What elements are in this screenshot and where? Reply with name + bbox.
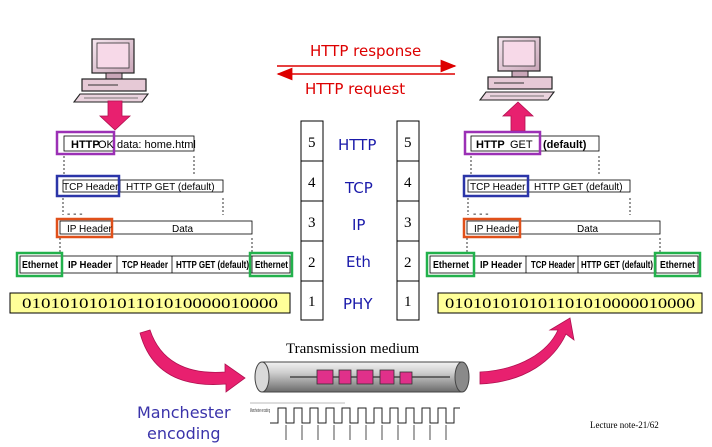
right-frame-eth-end: Ethernet: [660, 260, 696, 271]
http-request-label: HTTP request: [305, 80, 405, 98]
right-tcp-payload: HTTP GET (default): [534, 182, 623, 193]
left-frame-ip-header: IP Header: [68, 260, 112, 271]
right-app-method: GET: [510, 139, 533, 151]
curved-arrow-left-icon: [139, 329, 246, 393]
left-tcp-payload: HTTP GET (default): [126, 182, 215, 193]
manchester-label-line2: encoding: [147, 424, 220, 443]
stack-num-1: 1: [308, 294, 316, 310]
left-bitstream-box: [9, 292, 291, 314]
left-bitstream: 010101010101101010000010000: [22, 296, 278, 312]
left-tcp-header: TCP Header: [63, 182, 119, 193]
down-arrow-icon: [98, 100, 132, 131]
right-ip-data: Data: [577, 224, 599, 235]
protocol-stack: 5 4 3 2 1 5 4 3 2 1 HTTP TCP IP Eth PHY: [300, 120, 420, 321]
right-frame-ip-header: IP Header: [480, 260, 522, 271]
curved-arrow-right-icon: [479, 317, 575, 385]
left-app-http: HTTP: [71, 139, 100, 151]
right-frame-tcp-header: TCP Header: [531, 260, 575, 271]
stack-num-4-right: 4: [404, 175, 412, 191]
tick-marks-icon: - - -: [67, 209, 83, 220]
manchester-tiny-label: Manchester encoding: [250, 408, 270, 414]
computer-icon: [478, 36, 556, 101]
stack-num-3-right: 3: [404, 215, 412, 231]
stack-num-5: 5: [308, 135, 316, 151]
computer-icon: [72, 38, 150, 103]
protocol-phy: PHY: [343, 295, 373, 313]
left-app-data: data: home.html: [117, 139, 196, 151]
left-ip-data: Data: [172, 224, 194, 235]
stack-num-3: 3: [308, 215, 316, 231]
stack-num-4: 4: [308, 175, 316, 191]
http-response-label: HTTP response: [310, 42, 421, 60]
left-app-status: OK: [98, 139, 115, 151]
tick-marks-icon: - - -: [473, 209, 489, 220]
right-bitstream: 010101010101101010000010000: [445, 296, 695, 312]
left-stack: HTTP OK data: home.html TCP Header HTTP …: [9, 130, 294, 314]
right-app-data: (default): [543, 139, 587, 151]
protocol-ip: IP: [352, 216, 365, 234]
manchester-label-line1: Manchester: [137, 403, 231, 422]
transmission-medium-label: Transmission medium: [286, 341, 420, 357]
manchester-waveform-icon: [270, 407, 460, 424]
protocol-eth: Eth: [346, 253, 371, 271]
left-ip-header: IP Header: [67, 224, 113, 235]
right-app-http: HTTP: [476, 139, 505, 151]
right-ip-header: IP Header: [474, 224, 520, 235]
lecture-note: Lecture note-21/62: [590, 420, 659, 430]
left-frame-eth-start: Ethernet: [22, 260, 59, 271]
stack-num-5-right: 5: [404, 135, 412, 151]
waveform-ticks: [285, 425, 447, 440]
transmission-cable-icon: [254, 361, 470, 393]
protocol-http: HTTP: [338, 136, 376, 154]
right-frame-http-get: HTTP GET (default): [581, 260, 653, 271]
left-frame-eth-end: Ethernet: [255, 260, 289, 271]
stack-num-2: 2: [308, 255, 316, 271]
left-frame-http-get: HTTP GET (default): [176, 260, 249, 271]
protocol-tcp: TCP: [344, 179, 373, 197]
right-frame-eth-start: Ethernet: [433, 260, 470, 271]
stack-num-1-right: 1: [404, 294, 412, 310]
left-frame-tcp-header: TCP Header: [122, 260, 168, 271]
right-stack: HTTP GET (default) TCP Header HTTP GET (…: [425, 130, 703, 314]
right-bitstream-box: [437, 292, 703, 314]
stack-num-2-right: 2: [404, 255, 412, 271]
up-arrow-icon: [501, 101, 535, 132]
right-tcp-header: TCP Header: [470, 182, 526, 193]
